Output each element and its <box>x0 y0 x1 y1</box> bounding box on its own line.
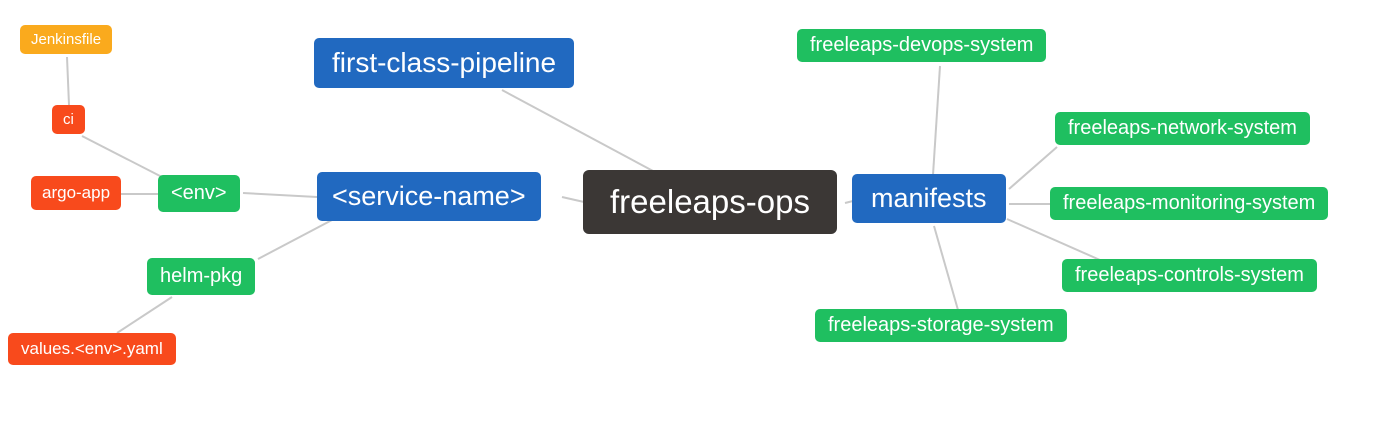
node-freeleaps-monitoring-system[interactable]: freeleaps-monitoring-system <box>1050 187 1329 220</box>
edge-manifests-storage <box>933 225 959 311</box>
node-freeleaps-devops-system[interactable]: freeleaps-devops-system <box>797 29 1047 62</box>
node-service-name[interactable]: <service-name> <box>317 172 541 222</box>
node-env[interactable]: <env> <box>158 175 240 212</box>
node-label: freeleaps-controls-system <box>1075 264 1304 286</box>
node-ci[interactable]: ci <box>52 105 85 135</box>
node-label: values.<env>.yaml <box>21 339 163 358</box>
node-label: helm-pkg <box>160 265 243 287</box>
node-values-env-yaml[interactable]: values.<env>.yaml <box>8 333 176 365</box>
node-argo-app[interactable]: argo-app <box>31 176 122 210</box>
node-label: argo-app <box>42 183 111 202</box>
node-label: freeleaps-storage-system <box>828 314 1054 336</box>
node-label: ci <box>63 111 74 128</box>
edge-manifests-controls <box>1006 218 1101 261</box>
edge-manifests-devops <box>932 65 941 176</box>
edge-pipeline-ops <box>501 89 654 172</box>
edge-env-service <box>242 192 318 198</box>
node-label: freeleaps-ops <box>610 183 810 220</box>
node-label: <service-name> <box>332 181 526 211</box>
node-helm-pkg[interactable]: helm-pkg <box>147 258 256 295</box>
node-freeleaps-ops-root[interactable]: freeleaps-ops <box>583 170 837 234</box>
node-label: manifests <box>871 183 987 213</box>
edge-ops-manifests <box>844 200 854 204</box>
edge-service-helm-pkg <box>257 219 333 260</box>
node-label: freeleaps-network-system <box>1068 117 1297 139</box>
edge-ci-env <box>81 135 163 178</box>
edge-helm-pkg-values <box>116 296 173 334</box>
node-freeleaps-network-system[interactable]: freeleaps-network-system <box>1055 112 1310 145</box>
edge-manifests-network <box>1008 146 1058 190</box>
node-label: freeleaps-devops-system <box>810 34 1034 56</box>
node-freeleaps-storage-system[interactable]: freeleaps-storage-system <box>815 309 1067 342</box>
node-first-class-pipeline[interactable]: first-class-pipeline <box>314 38 575 89</box>
node-label: <env> <box>171 182 227 204</box>
node-freeleaps-controls-system[interactable]: freeleaps-controls-system <box>1062 259 1317 292</box>
node-jenkinsfile[interactable]: Jenkinsfile <box>20 25 113 55</box>
node-manifests[interactable]: manifests <box>852 174 1006 224</box>
edge-jenkinsfile-ci <box>66 56 70 106</box>
node-label: first-class-pipeline <box>332 47 557 78</box>
node-label: freeleaps-monitoring-system <box>1063 192 1316 214</box>
node-label: Jenkinsfile <box>31 31 102 48</box>
edge-service-ops <box>561 196 585 203</box>
